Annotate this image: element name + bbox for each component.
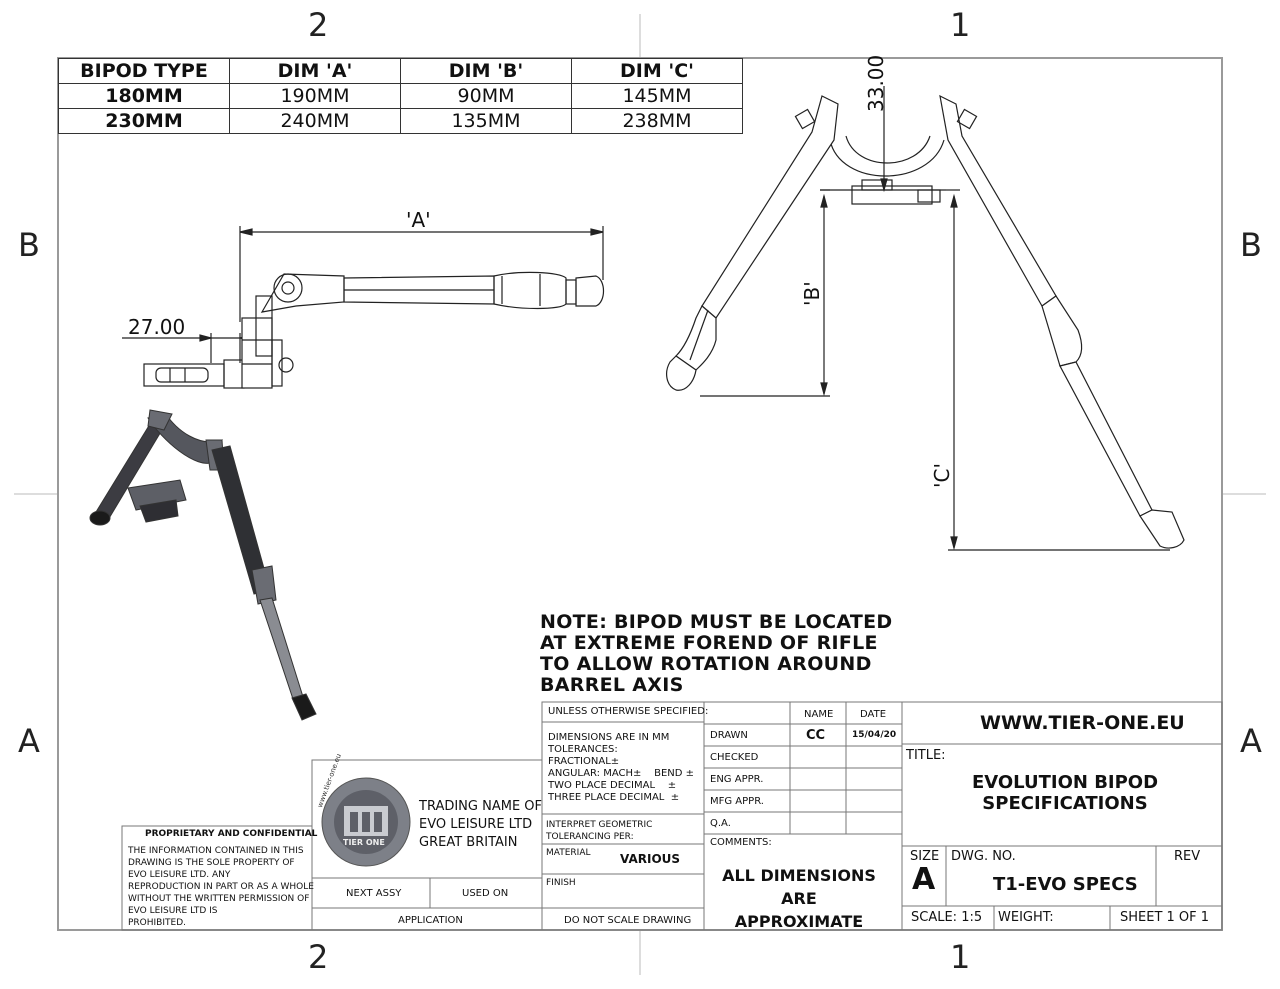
- website: WWW.TIER-ONE.EU: [980, 712, 1185, 734]
- row-dim-a: 190MM: [229, 83, 401, 109]
- dwg-no-label: DWG. NO.: [951, 849, 1016, 864]
- header-dim-b: DIM 'B': [400, 58, 572, 84]
- table-row: 180MM 190MM 90MM 145MM: [58, 83, 743, 109]
- table-header-row: BIPOD TYPE DIM 'A' DIM 'B' DIM 'C': [58, 58, 743, 84]
- trading-line: GREAT BRITAIN: [419, 835, 518, 850]
- proprietary-line: WITHOUT THE WRITTEN PERMISSION OF: [128, 894, 310, 904]
- zone-label-a-right: A: [1240, 722, 1262, 760]
- weight-label: WEIGHT:: [998, 910, 1054, 925]
- proprietary-title: PROPRIETARY AND CONFIDENTIAL: [145, 829, 318, 839]
- proprietary-line: REPRODUCTION IN PART OR AS A WHOLE: [128, 882, 314, 892]
- role-mfg-appr: MFG APPR.: [710, 796, 764, 807]
- drawn-date: 15/04/20: [852, 730, 897, 740]
- note-line: NOTE: BIPOD MUST BE LOCATED: [540, 611, 893, 633]
- zone-label-1-bottom: 1: [950, 938, 971, 976]
- role-qa: Q.A.: [710, 818, 731, 829]
- logo-mark-text: TIER ONE: [343, 838, 385, 847]
- row-dim-c: 145MM: [571, 83, 743, 109]
- interpret-line: INTERPRET GEOMETRIC: [546, 820, 653, 830]
- material-label: MATERIAL: [546, 848, 591, 858]
- dim-a-label: 'A': [406, 208, 431, 232]
- proprietary-line: EVO LEISURE LTD. ANY: [128, 870, 231, 880]
- interpret-line: TOLERANCING PER:: [546, 832, 634, 842]
- isometric-view: [89, 409, 317, 721]
- row-dim-b: 135MM: [400, 108, 572, 134]
- dimension-table: BIPOD TYPE DIM 'A' DIM 'B' DIM 'C' 180MM…: [58, 58, 743, 134]
- side-view: [122, 226, 605, 389]
- trading-line: TRADING NAME OF: [419, 799, 543, 814]
- zone-label-2-top: 2: [308, 6, 329, 44]
- tolerance-line: DIMENSIONS ARE IN MM: [548, 732, 670, 743]
- table-row: 230MM 240MM 135MM 238MM: [58, 108, 743, 134]
- row-type: 180MM: [58, 83, 230, 109]
- tolerance-block: DIMENSIONS ARE IN MM TOLERANCES: FRACTIO…: [548, 732, 694, 804]
- drawing-title: EVOLUTION BIPOD SPECIFICATIONS: [950, 772, 1180, 814]
- dim-c-label: 'C': [930, 463, 954, 488]
- front-view: [666, 86, 1185, 551]
- application-label: APPLICATION: [398, 915, 463, 926]
- header-dim-a: DIM 'A': [229, 58, 401, 84]
- trading-name: TRADING NAME OF EVO LEISURE LTD GREAT BR…: [419, 798, 542, 852]
- unless-specified: UNLESS OTHERWISE SPECIFIED:: [548, 706, 709, 717]
- scale-label: SCALE: 1:5: [911, 910, 983, 925]
- col-date-header: DATE: [860, 709, 887, 720]
- proprietary-line: PROHIBITED.: [128, 918, 186, 928]
- title-label: TITLE:: [906, 748, 946, 763]
- title-line: SPECIFICATIONS: [982, 793, 1148, 814]
- note-line: TO ALLOW ROTATION AROUND: [540, 653, 872, 675]
- proprietary-text: THE INFORMATION CONTAINED IN THIS DRAWIN…: [128, 845, 314, 929]
- next-assy-label: NEXT ASSY: [346, 888, 402, 899]
- note-line: AT EXTREME FOREND OF RIFLE: [540, 632, 878, 654]
- material-value: VARIOUS: [620, 852, 681, 866]
- role-checked: CHECKED: [710, 752, 759, 763]
- tolerance-line: TWO PLACE DECIMAL ±: [548, 780, 677, 791]
- finish-label: FINISH: [546, 878, 576, 888]
- comment-line: ALL DIMENSIONS: [722, 866, 876, 885]
- drawn-name: CC: [806, 728, 826, 743]
- title-line: EVOLUTION BIPOD: [971, 772, 1159, 793]
- size-label: SIZE: [910, 849, 940, 864]
- zone-label-b-left: B: [18, 226, 40, 264]
- zone-label-b-right: B: [1240, 226, 1262, 264]
- header-dim-c: DIM 'C': [571, 58, 743, 84]
- tolerance-line: ANGULAR: MACH± BEND ±: [548, 768, 695, 779]
- title-block: [121, 701, 1223, 931]
- zone-label-1-top: 1: [950, 6, 971, 44]
- zone-label-a-left: A: [18, 722, 40, 760]
- proprietary-line: THE INFORMATION CONTAINED IN THIS: [128, 846, 304, 856]
- tier-one-logo: [321, 777, 411, 867]
- role-drawn: DRAWN: [710, 730, 748, 741]
- row-dim-c: 238MM: [571, 108, 743, 134]
- comments-text: ALL DIMENSIONS ARE APPROXIMATE: [716, 864, 882, 933]
- interpret-block: INTERPRET GEOMETRIC TOLERANCING PER:: [546, 819, 652, 843]
- dwg-no-value: T1-EVO SPECS: [993, 874, 1138, 895]
- size-value: A: [912, 862, 936, 897]
- row-dim-b: 90MM: [400, 83, 572, 109]
- trading-line: EVO LEISURE LTD: [419, 817, 533, 832]
- col-name-header: NAME: [804, 709, 834, 720]
- role-eng-appr: ENG APPR.: [710, 774, 764, 785]
- zone-label-2-bottom: 2: [308, 938, 329, 976]
- dim-33-label: 33.00: [864, 54, 888, 112]
- tolerance-line: THREE PLACE DECIMAL ±: [548, 792, 680, 803]
- tolerance-line: FRACTIONAL±: [548, 756, 620, 767]
- sheet-label: SHEET 1 OF 1: [1120, 910, 1210, 925]
- proprietary-line: EVO LEISURE LTD IS: [128, 906, 218, 916]
- rev-label: REV: [1174, 849, 1201, 864]
- comments-label: COMMENTS:: [710, 837, 772, 848]
- note-line: BARREL AXIS: [540, 674, 684, 696]
- zone-ticks: [14, 14, 1266, 975]
- used-on-label: USED ON: [462, 888, 509, 899]
- dim-27-label: 27.00: [128, 315, 186, 339]
- row-dim-a: 240MM: [229, 108, 401, 134]
- header-bipod-type: BIPOD TYPE: [58, 58, 230, 84]
- do-not-scale: DO NOT SCALE DRAWING: [564, 915, 692, 926]
- location-note: NOTE: BIPOD MUST BE LOCATED AT EXTREME F…: [540, 612, 892, 696]
- proprietary-line: DRAWING IS THE SOLE PROPERTY OF: [128, 858, 295, 868]
- tolerance-line: TOLERANCES:: [548, 744, 618, 755]
- row-type: 230MM: [58, 108, 230, 134]
- dim-b-label: 'B': [800, 281, 824, 306]
- comment-line: ARE APPROXIMATE: [734, 889, 864, 931]
